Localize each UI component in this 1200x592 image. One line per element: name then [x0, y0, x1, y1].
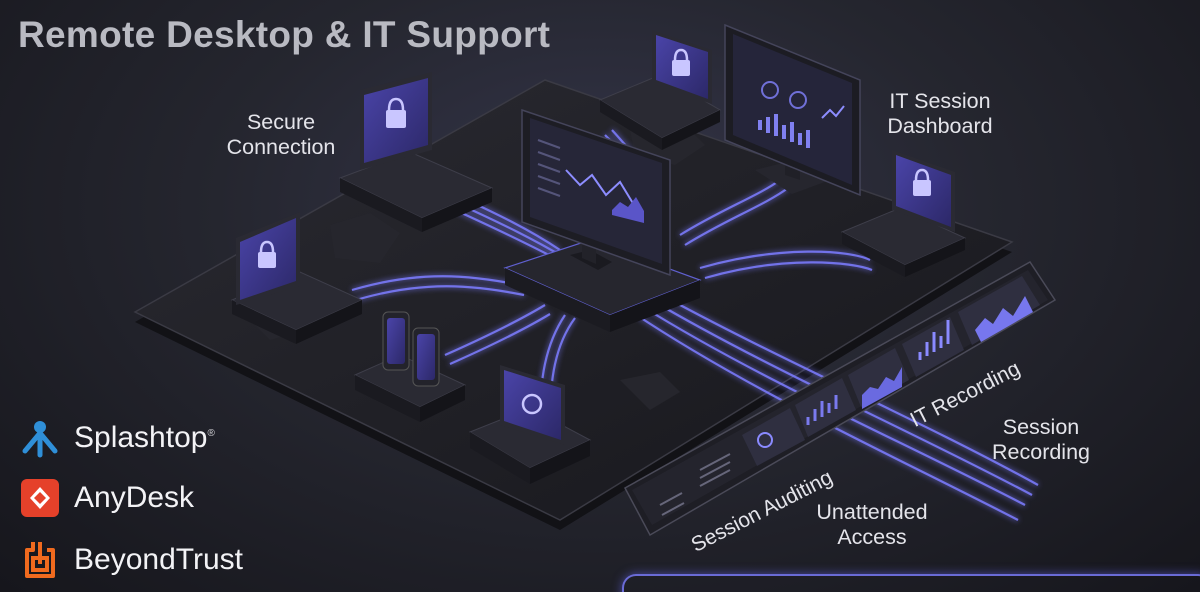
- brand-beyondtrust: BeyondTrust: [18, 538, 243, 582]
- session-recording-strip: [623, 261, 1057, 537]
- callout-line: Session: [1002, 415, 1080, 439]
- brand-anydesk: AnyDesk: [18, 476, 194, 520]
- beyondtrust-logo-icon: [18, 538, 62, 582]
- world-map-shapes: [250, 120, 705, 410]
- callout-line: Connection: [226, 135, 336, 159]
- callout-line: Dashboard: [887, 114, 993, 138]
- splashtop-logo-icon: [18, 416, 62, 460]
- strip-panel: [742, 408, 805, 466]
- brand-name: Splashtop®: [74, 421, 215, 455]
- sync-monitor: [468, 365, 592, 484]
- strip-panel: [795, 378, 856, 437]
- unattended-access-label: Unattended Access: [798, 500, 946, 550]
- secure-connection-label: Secure Connection: [216, 110, 346, 160]
- laptop-secure-connection: [338, 72, 494, 232]
- central-monitor-hub: [503, 108, 702, 332]
- callout-line: Recording: [992, 440, 1090, 464]
- page-title: Remote Desktop & IT Support: [18, 14, 551, 55]
- brand-name: BeyondTrust: [74, 543, 243, 576]
- mobile-devices: [353, 311, 467, 422]
- laptop-top: [598, 30, 722, 150]
- laptop-left: [230, 212, 364, 344]
- callout-line: Unattended: [816, 500, 928, 524]
- callout-line: Access: [837, 525, 907, 549]
- callout-line: IT Session: [889, 89, 991, 113]
- laptop-right: [840, 150, 967, 277]
- brand-splashtop: Splashtop®: [18, 416, 215, 460]
- session-recording-label: Session Recording: [980, 415, 1102, 465]
- bottom-glow-frame: [622, 574, 1200, 592]
- it-session-dashboard-label: IT Session Dashboard: [870, 89, 1010, 139]
- brand-name: AnyDesk: [74, 481, 195, 514]
- anydesk-logo-icon: [18, 476, 62, 520]
- brand-name-text: Splashtop: [74, 421, 208, 454]
- callout-line: Secure: [246, 110, 316, 134]
- strip-panel: [848, 348, 909, 407]
- registered-mark: ®: [207, 428, 215, 439]
- dashboard-monitor: [724, 23, 861, 197]
